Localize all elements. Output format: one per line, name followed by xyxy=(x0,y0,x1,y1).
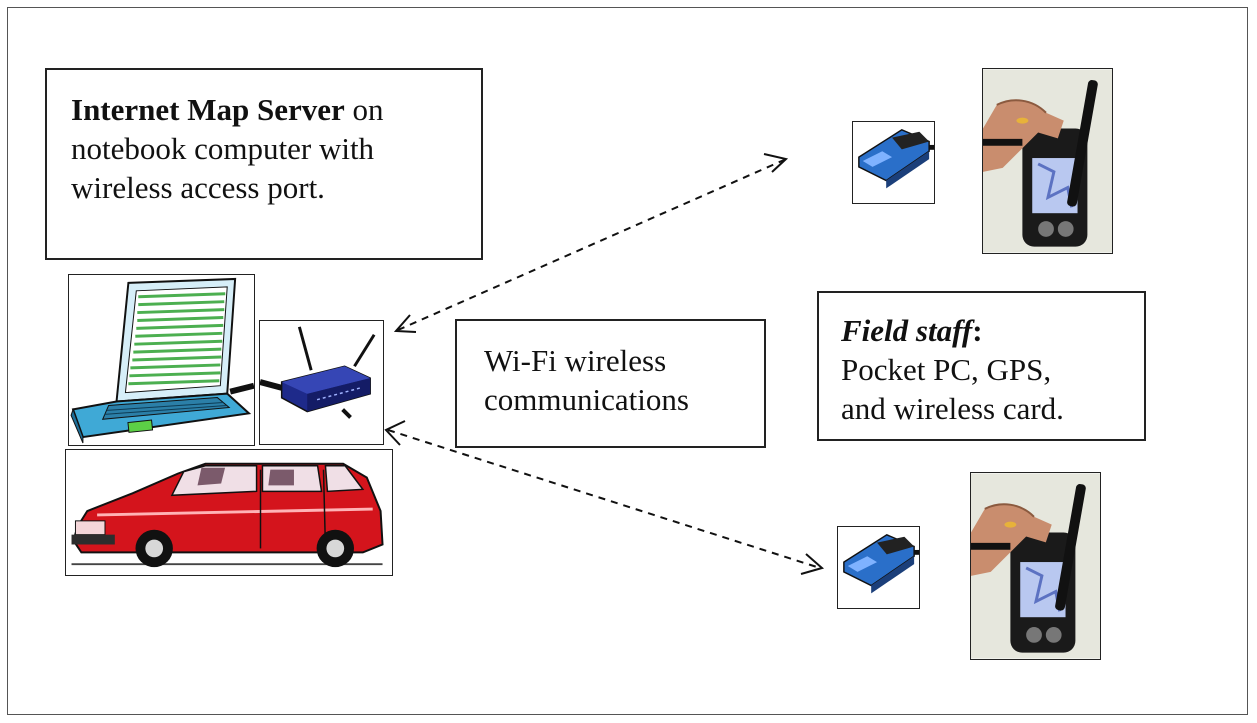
server-label-rest: on xyxy=(344,92,384,127)
field-staff-line1: Field staff: xyxy=(841,311,1144,350)
wireless-card-top-picture xyxy=(852,121,935,204)
wireless-router-icon xyxy=(260,326,376,419)
pocket-pc-bottom-picture xyxy=(970,472,1101,660)
server-label-bold: Internet Map Server xyxy=(71,92,345,127)
pocket-pc-icon xyxy=(971,473,1100,659)
field-staff-colon: : xyxy=(972,313,983,348)
field-staff-label-box: Field staff: Pocket PC, GPS, and wireles… xyxy=(817,291,1146,441)
wireless-card-icon xyxy=(843,533,919,594)
wifi-label-box: Wi-Fi wireless communications xyxy=(455,319,766,448)
wifi-label-line2: communications xyxy=(484,382,689,417)
laptop-picture xyxy=(68,274,255,446)
server-label-line3: wireless access port. xyxy=(71,170,325,205)
minivan-icon xyxy=(71,462,384,568)
laptop-icon xyxy=(70,277,254,444)
router-picture xyxy=(259,320,384,445)
van-picture xyxy=(65,449,393,576)
server-label-line1: Internet Map Server on xyxy=(71,90,481,129)
wireless-card-bottom-picture xyxy=(837,526,920,609)
wireless-card-icon xyxy=(858,128,934,189)
pocket-pc-icon xyxy=(983,69,1112,253)
field-staff-line3: and wireless card. xyxy=(841,391,1064,426)
field-staff-line2: Pocket PC, GPS, xyxy=(841,352,1052,387)
server-label-box: Internet Map Server on notebook computer… xyxy=(45,68,483,260)
wifi-label-line1: Wi-Fi wireless xyxy=(484,343,667,378)
server-label-line2: notebook computer with xyxy=(71,131,375,166)
pocket-pc-top-picture xyxy=(982,68,1113,254)
field-staff-title: Field staff xyxy=(841,313,973,348)
